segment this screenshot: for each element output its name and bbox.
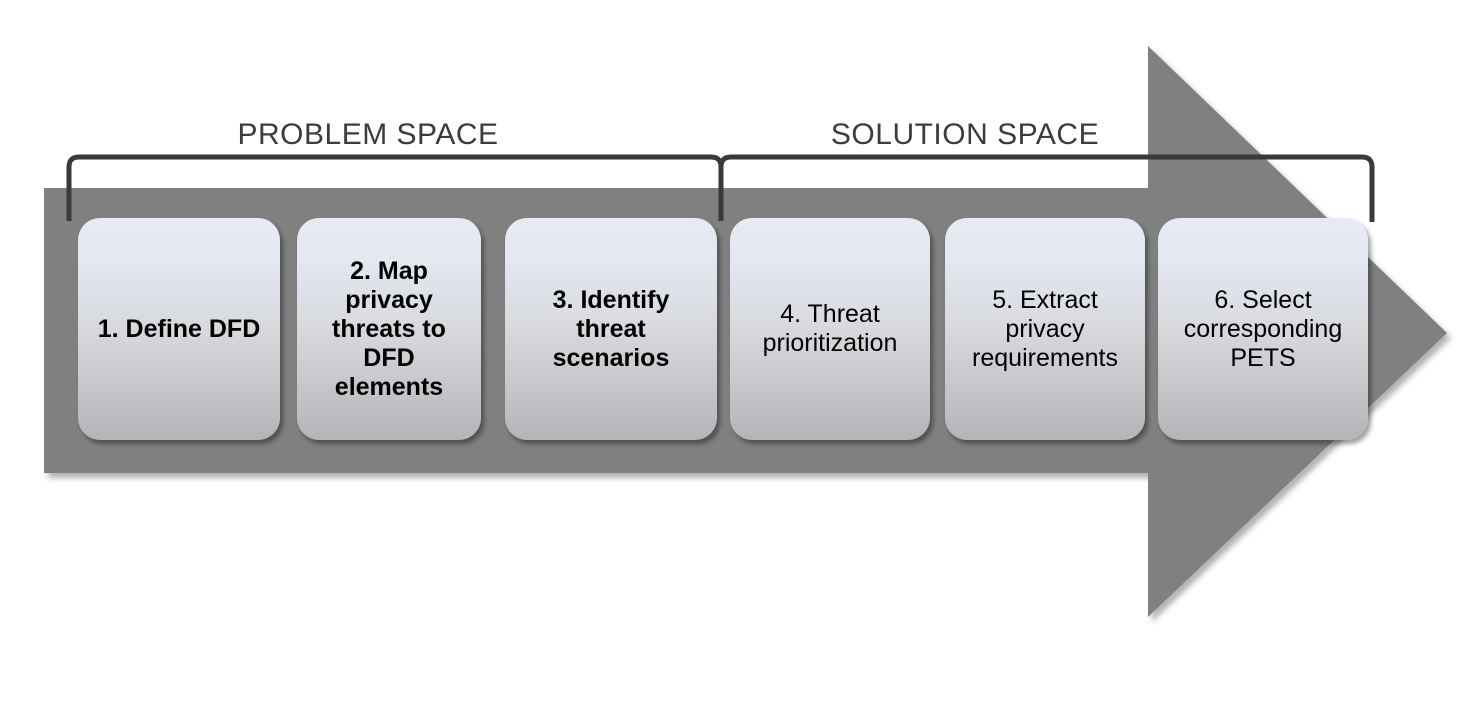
step-box-3[interactable]: 3. Identify threat scenarios: [505, 218, 717, 440]
step-box-4[interactable]: 4. Threat prioritization: [730, 218, 930, 440]
step-box-5[interactable]: 5. Extract privacy requirements: [945, 218, 1145, 440]
step-label-6: 6. Select corresponding PETS: [1183, 285, 1343, 372]
step-label-1: 1. Define DFD: [97, 314, 261, 343]
step-box-2[interactable]: 2. Map privacy threats to DFD elements: [297, 218, 481, 440]
step-label-4: 4. Threat prioritization: [762, 300, 898, 357]
phase-label-solution-space: SOLUTION SPACE: [830, 118, 1100, 151]
bracket-solution-space: [718, 154, 1375, 222]
step-label-3: 3. Identify threat scenarios: [552, 285, 670, 372]
step-label-2: 2. Map privacy threats to DFD elements: [332, 256, 446, 401]
phase-label-problem-space: PROBLEM SPACE: [237, 118, 499, 151]
bracket-problem-space: [66, 154, 724, 221]
step-box-6[interactable]: 6. Select corresponding PETS: [1158, 218, 1368, 440]
step-label-5: 5. Extract privacy requirements: [972, 285, 1118, 372]
step-box-1[interactable]: 1. Define DFD: [78, 218, 280, 440]
